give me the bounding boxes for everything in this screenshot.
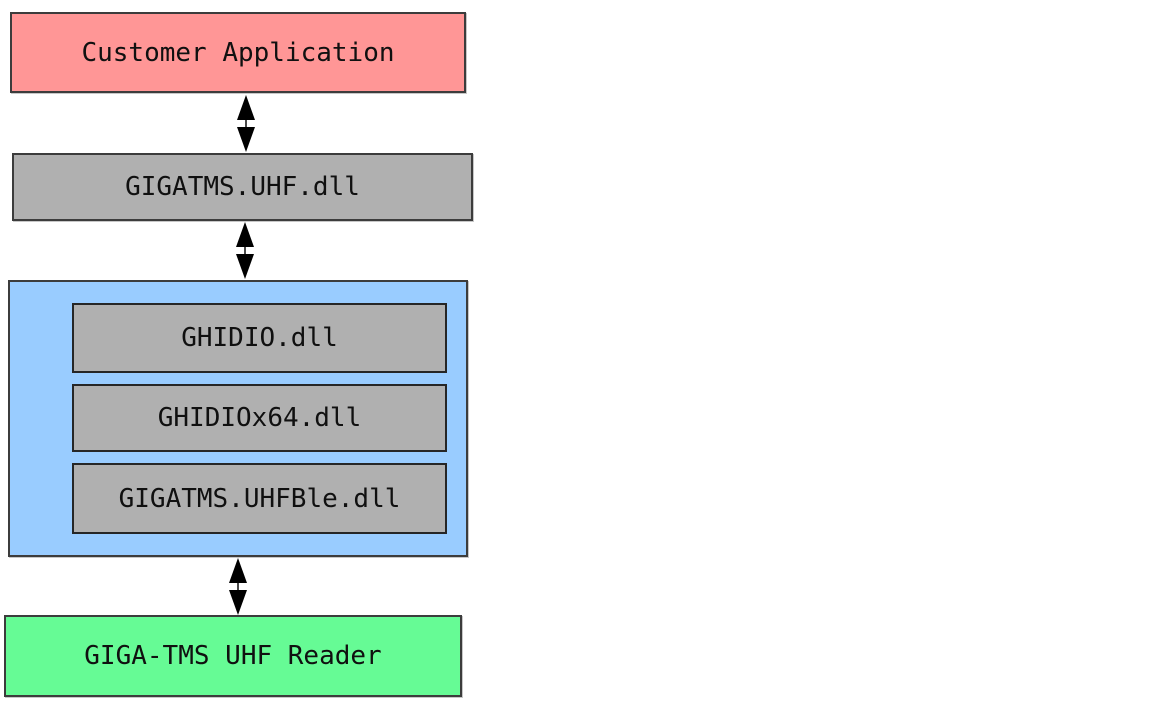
node-customer-application-label: Customer Application bbox=[81, 37, 395, 68]
node-ghidio-dll: GHIDIO.dll bbox=[72, 303, 447, 373]
node-gigatms-uhf-dll: GIGATMS.UHF.dll bbox=[12, 153, 473, 221]
node-gigatms-uhfble-dll: GIGATMS.UHFBle.dll bbox=[72, 463, 447, 534]
node-middleware-container: GHIDIO.dll GHIDIOx64.dll GIGATMS.UHFBle.… bbox=[8, 280, 468, 557]
node-ghidio-dll-label: GHIDIO.dll bbox=[181, 323, 338, 353]
double-arrow-icon bbox=[237, 95, 255, 152]
node-gigatms-uhf-dll-label: GIGATMS.UHF.dll bbox=[125, 172, 360, 202]
double-arrow-icon bbox=[236, 222, 254, 279]
node-gigatms-uhfble-dll-label: GIGATMS.UHFBle.dll bbox=[118, 483, 401, 514]
node-customer-application: Customer Application bbox=[10, 12, 466, 93]
node-ghidiox64-dll: GHIDIOx64.dll bbox=[72, 384, 447, 452]
node-ghidiox64-dll-label: GHIDIOx64.dll bbox=[157, 403, 362, 433]
node-giga-tms-uhf-reader: GIGA-TMS UHF Reader bbox=[4, 615, 462, 697]
node-giga-tms-uhf-reader-label: GIGA-TMS UHF Reader bbox=[84, 641, 382, 671]
double-arrow-icon bbox=[229, 558, 247, 615]
